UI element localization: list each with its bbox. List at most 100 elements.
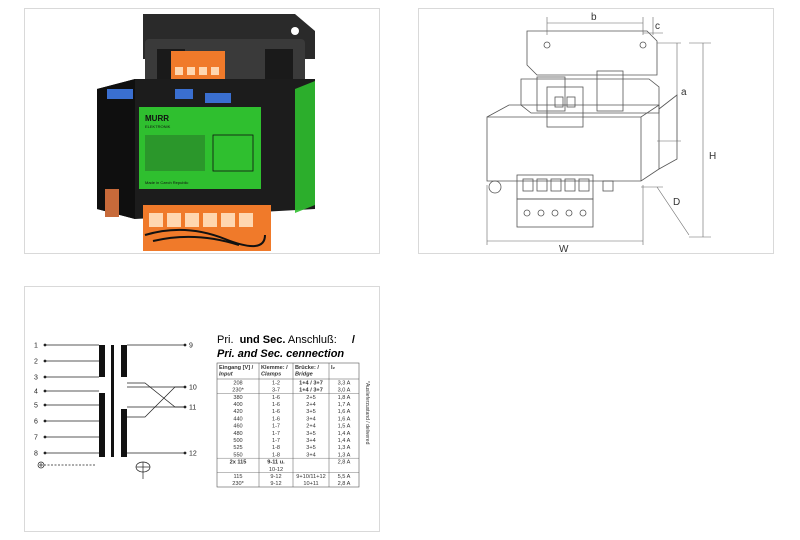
table-cell: 10+11 bbox=[303, 481, 318, 487]
connection-table bbox=[216, 362, 360, 488]
table-cell: 3+5 bbox=[306, 445, 316, 451]
dimension-drawing-thumbnail[interactable]: b c a H D W bbox=[418, 8, 774, 255]
primary-pin-dot bbox=[43, 359, 47, 363]
table-cell: 1,5 A bbox=[338, 424, 351, 430]
primary-pin-dot bbox=[43, 419, 47, 423]
table-cell: 525 bbox=[233, 445, 242, 451]
table-cell: 9-12 bbox=[270, 481, 281, 487]
table-cell: 1,3 A bbox=[338, 452, 351, 458]
table-cell: 440 bbox=[233, 416, 242, 422]
table-cell: 1,4 A bbox=[338, 438, 351, 444]
secondary-pin-dot bbox=[183, 451, 187, 455]
table-cell: 480 bbox=[233, 431, 242, 437]
table-cell: 1-8 bbox=[272, 445, 280, 451]
dim-label-D: D bbox=[673, 197, 680, 208]
product-photo-thumbnail[interactable]: MURR ELEKTRONIK Made in Czech Republic bbox=[24, 8, 380, 254]
title-und-sec: und Sec. bbox=[240, 334, 286, 346]
primary-pin-dot bbox=[43, 343, 47, 347]
dim-label-a: a bbox=[681, 87, 687, 98]
dim-label-c: c bbox=[655, 21, 660, 32]
secondary-pin-label: 9 bbox=[189, 343, 193, 350]
table-cell: 1-6 bbox=[272, 395, 280, 401]
title-slash: / bbox=[352, 334, 355, 346]
secondary-pin-label: 12 bbox=[189, 451, 197, 458]
table-cell: 115 bbox=[234, 474, 243, 480]
table-cell: 550 bbox=[233, 452, 242, 458]
table-cell: 2,8 A bbox=[338, 460, 351, 466]
primary-pin-label: 7 bbox=[34, 435, 38, 442]
table-header-cell: Input bbox=[219, 372, 234, 378]
table-cell: 9+10/11+12 bbox=[296, 474, 325, 480]
table-cell: 400 bbox=[233, 402, 242, 408]
primary-pin-dot bbox=[43, 375, 47, 379]
title-anschluss: Anschluß: bbox=[288, 334, 337, 346]
title-pri: Pri. bbox=[217, 334, 234, 346]
table-cell: 230* bbox=[232, 481, 244, 487]
svg-text:Pri. und Sec. Ansc: Pri. und Sec. Anschluß: / bbox=[217, 334, 355, 346]
table-cell: 3+4 bbox=[306, 452, 316, 458]
secondary-pin-label: 10 bbox=[189, 385, 197, 392]
table-cell: 3,3 A bbox=[338, 380, 351, 386]
dim-label-b: b bbox=[591, 12, 597, 23]
table-cell: 1-7 bbox=[272, 438, 280, 444]
table-cell: 2x 115 bbox=[230, 460, 247, 466]
table-cell: 1+4 / 3+7 bbox=[299, 388, 323, 394]
table-cell: 1-6 bbox=[272, 416, 280, 422]
table-header-cell: Klemme: / bbox=[261, 365, 288, 371]
primary-pin-label: 6 bbox=[34, 419, 38, 426]
table-cell: 1-8 bbox=[272, 452, 280, 458]
brand-sub-text: ELEKTRONIK bbox=[145, 124, 171, 129]
table-cell: 1,8 A bbox=[338, 395, 351, 401]
table-cell: 5,5 A bbox=[338, 474, 351, 480]
primary-pin-label: 3 bbox=[34, 375, 38, 382]
table-cell: 3+5 bbox=[306, 431, 316, 437]
table-cell: 420 bbox=[233, 409, 242, 415]
table-cell: 3+4 bbox=[306, 438, 316, 444]
table-cell: 1,3 A bbox=[338, 445, 351, 451]
primary-pin-label: 2 bbox=[34, 359, 38, 366]
primary-pin-dot bbox=[43, 389, 47, 393]
primary-pin-label: 4 bbox=[34, 389, 38, 396]
table-cell: 1,4 A bbox=[338, 431, 351, 437]
table-cell: 10-12 bbox=[269, 467, 283, 473]
brand-text: MURR bbox=[145, 114, 169, 123]
primary-pin-dot bbox=[43, 403, 47, 407]
table-cell: 2+5 bbox=[306, 395, 316, 401]
table-cell: 1,6 A bbox=[338, 416, 351, 422]
table-header-cell: Brücke: / bbox=[295, 365, 319, 371]
table-cell: 3,0 A bbox=[338, 388, 351, 394]
table-cell: 3+5 bbox=[306, 409, 316, 415]
made-in-text: Made in Czech Republic bbox=[145, 180, 188, 185]
primary-pin-label: 5 bbox=[34, 403, 38, 410]
table-cell: 1-6 bbox=[272, 409, 280, 415]
table-cell: 2+4 bbox=[306, 424, 316, 430]
primary-pin-label: 8 bbox=[34, 451, 38, 458]
table-cell: 1-2 bbox=[272, 380, 280, 386]
table-header-cell: I₂ bbox=[331, 365, 336, 371]
primary-pin-dot bbox=[43, 451, 47, 455]
subtitle-connection: Pri. and Sec. cennection bbox=[217, 348, 344, 360]
table-cell: 1,7 A bbox=[338, 402, 351, 408]
table-cell: 1-7 bbox=[272, 431, 280, 437]
secondary-pin-label: 11 bbox=[189, 405, 196, 412]
dim-label-H: H bbox=[709, 151, 716, 162]
table-cell: 1+4 / 3+7 bbox=[299, 380, 323, 386]
secondary-pin-dot bbox=[183, 343, 187, 347]
table-cell: 380 bbox=[233, 395, 242, 401]
table-header-cell: Clamps bbox=[261, 372, 281, 378]
table-cell: 2+4 bbox=[306, 402, 316, 408]
table-cell: 9-12 bbox=[270, 474, 281, 480]
delivered-note: *Auslieferzustand / delivered bbox=[364, 381, 370, 445]
table-cell: 9-11 u. bbox=[267, 460, 285, 466]
table-cell: 500 bbox=[233, 438, 242, 444]
table-cell: 1-7 bbox=[272, 424, 280, 430]
table-cell: 208 bbox=[233, 380, 242, 386]
table-header-cell: Bridge bbox=[295, 372, 313, 378]
table-cell: 3+4 bbox=[306, 416, 316, 422]
table-header-cell: Eingang [V] / bbox=[219, 365, 254, 371]
dim-label-W: W bbox=[559, 244, 569, 255]
table-cell: 1-6 bbox=[272, 402, 280, 408]
table-cell: 230* bbox=[232, 388, 244, 394]
